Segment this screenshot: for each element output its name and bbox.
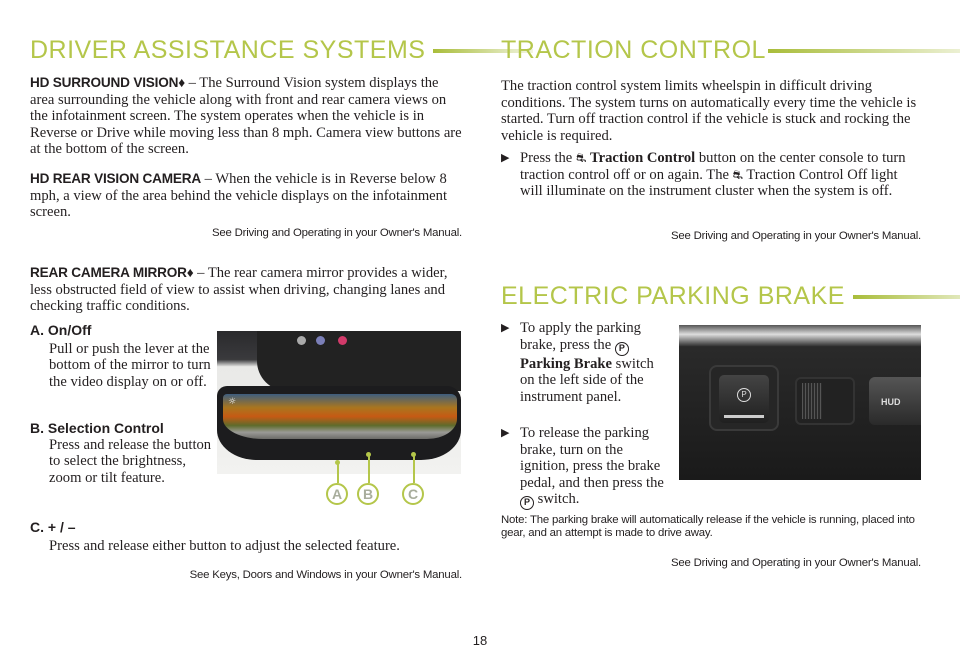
- driver-assistance-heading: DRIVER ASSISTANCE SYSTEMS: [30, 36, 534, 65]
- heading-rule: [433, 48, 534, 53]
- heading-rule: [852, 294, 960, 299]
- mirror-title: REAR CAMERA MIRROR♦: [30, 265, 194, 280]
- rear-vision-title: HD REAR VISION CAMERA: [30, 171, 202, 186]
- heading-text: TRACTION CONTROL: [501, 36, 766, 64]
- text: switch.: [534, 491, 580, 508]
- page-number: 18: [472, 633, 488, 648]
- item-b: B. Selection Control Press and release t…: [30, 420, 212, 486]
- item-b-label: B. Selection Control: [30, 420, 164, 436]
- parking-brake-note: Note: The parking brake will automatical…: [501, 514, 915, 539]
- callout-c: C: [402, 483, 424, 505]
- text: To release the parking brake, turn on th…: [520, 425, 664, 491]
- parking-brake-icon: P: [614, 341, 629, 356]
- reference-driving-1: See Driving and Operating in your Owner'…: [211, 227, 462, 239]
- heading-text: ELECTRIC PARKING BRAKE: [501, 282, 845, 310]
- heading-rule: [767, 48, 960, 53]
- item-a-label: A. On/Off: [30, 322, 92, 338]
- text: To apply the parking brake, press the: [520, 320, 641, 353]
- item-c-text: Press and release either button to adjus…: [49, 537, 400, 554]
- item-a: A. On/Off Pull or push the lever at the …: [30, 322, 212, 390]
- parking-bullet-apply: ▶ To apply the parking brake, press the …: [501, 320, 666, 405]
- traction-control-bold: Traction Control: [589, 150, 696, 166]
- heading-text: DRIVER ASSISTANCE SYSTEMS: [30, 36, 426, 64]
- hud-button-label: HUD: [881, 397, 901, 407]
- traction-off-light-icon: ⛐: [732, 167, 743, 182]
- surround-vision-text: – The Surround Vision system displays th…: [30, 75, 462, 158]
- rear-camera-mirror-image: ☼: [217, 331, 461, 474]
- parking-bullet-release: ▶ To release the parking brake, turn on …: [501, 425, 666, 511]
- reference-driving-2: See Driving and Operating in your Owner'…: [670, 230, 921, 242]
- callout-c-stem: [413, 454, 415, 483]
- surround-vision-paragraph: HD SURROUND VISION♦ – The Surround Visio…: [30, 75, 465, 158]
- reference-driving-3: See Driving and Operating in your Owner'…: [670, 557, 921, 569]
- callout-b: B: [357, 483, 379, 505]
- text: Press the: [520, 150, 576, 166]
- item-c: C. + / – Press and release either button…: [30, 519, 470, 554]
- text: switch on the left side of the instrumen…: [520, 355, 654, 405]
- brightness-icon: ☼: [228, 397, 237, 407]
- bullet-arrow-icon: ▶: [501, 427, 510, 439]
- bullet-arrow-icon: ▶: [501, 322, 510, 334]
- parking-brake-icon: P: [520, 496, 534, 511]
- rear-vision-paragraph: HD REAR VISION CAMERA – When the vehicle…: [30, 171, 460, 221]
- item-b-text: Press and release the button to select t…: [49, 436, 212, 486]
- parking-brake-heading: ELECTRIC PARKING BRAKE: [501, 282, 960, 311]
- text: button on the center console to turn tra…: [520, 150, 906, 183]
- parking-brake-switch-icon: P: [737, 388, 751, 402]
- rear-camera-mirror-paragraph: REAR CAMERA MIRROR♦ – The rear camera mi…: [30, 265, 465, 315]
- mirror-text: – The rear camera mirror provides a wide…: [30, 265, 448, 315]
- traction-intro: The traction control system limits wheel…: [501, 78, 917, 144]
- traction-control-heading: TRACTION CONTROL: [501, 36, 960, 65]
- callout-a: A: [326, 483, 348, 505]
- item-a-text: Pull or push the lever at the bottom of …: [49, 340, 211, 390]
- item-c-label: C. + / –: [30, 519, 76, 535]
- callout-a-stem: [337, 462, 339, 483]
- traction-control-button-icon: ⛐: [575, 151, 587, 165]
- traction-bullet: ▶ Press the ⛐ Traction Control button on…: [501, 150, 921, 200]
- bullet-arrow-icon: ▶: [501, 152, 510, 164]
- callout-b-stem: [368, 454, 370, 483]
- reference-keys-doors: See Keys, Doors and Windows in your Owne…: [189, 569, 463, 581]
- surround-vision-title: HD SURROUND VISION♦: [30, 75, 185, 90]
- parking-brake-bold: Parking Brake: [520, 355, 613, 372]
- rear-vision-text: – When the vehicle is in Reverse below 8…: [30, 171, 448, 221]
- parking-brake-switch-image: P HUD: [679, 325, 921, 480]
- text: Traction Control Off light will illumina…: [520, 166, 898, 200]
